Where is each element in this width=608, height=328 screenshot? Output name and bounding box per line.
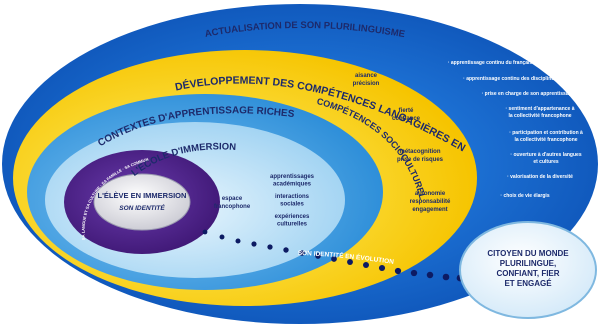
evolution-dot [251,241,257,247]
citizen-line: PLURILINGUE, [500,259,556,268]
evolution-dot [410,269,418,277]
competence-item: précision [353,81,380,87]
competence-item: engagement [412,207,447,213]
outcome-item: · apprentissage continu du français [448,60,533,66]
citizen-line: CONFIANT, FIER [496,269,559,278]
center-title: L'ÉLÈVE EN IMMERSION [98,191,187,200]
evolution-dot [267,244,273,250]
school-item: interactions [275,194,310,200]
outcome-item: · participation et contribution à [509,130,583,136]
outcome-item: · valorisation de la diversité [507,174,573,180]
outcome-item: · sentiment d'appartenance à [506,106,575,112]
evolution-dot [235,238,241,244]
school-item-espace: espace [222,196,243,202]
outcome-item: la collectivité francophone [508,113,571,119]
outcome-item: la collectivité francophone [514,137,577,143]
evolution-dot [331,256,337,262]
school-items: apprentissages académiques interactions soc… [270,174,315,228]
evolution-dot [426,271,434,279]
school-item: expériences [275,214,310,220]
evolution-dot [442,273,450,281]
evolution-dot [315,253,321,259]
competence-item: aisance [355,73,378,79]
outcome-item: · ouverture à d'autres langues [510,152,581,158]
citizen-line: ET ENGAGÉ [504,279,552,288]
evolution-dot [363,262,369,268]
competence-item: fierté [399,108,414,114]
citizen-line: CITOYEN DU MONDE [487,249,569,258]
school-item: apprentissages [270,174,315,180]
school-item-espace: francophone [214,204,251,210]
school-item: sociales [280,202,304,208]
outcome-item: · apprentissage continu des disciplines [463,76,557,82]
outcome-item: · choix de vie élargis [500,193,549,199]
globe-icon [459,221,597,319]
competence-labels: aisance précision fierté confiance métacogni… [353,73,451,213]
center-subtitle: SON IDENTITÉ [119,203,165,212]
evolution-dot [299,250,305,256]
competence-item: prise de risques [397,157,444,163]
evolution-dot [283,247,289,253]
competence-item: métacognition [399,149,440,155]
school-espace-label: espace francophone [214,196,251,210]
outcome-item: · prise en charge de son apprentissage [482,91,575,97]
outcome-item: et cultures [533,159,559,165]
evolution-dot [219,234,225,240]
competence-item: responsabilité [410,199,451,205]
outcome-list: · apprentissage continu du français · app… [448,60,583,199]
evolution-dot [347,259,353,265]
evolution-dot [378,264,386,272]
evolution-dot [394,267,402,275]
center-oval [93,173,191,231]
school-item: culturelles [277,222,308,228]
evolution-dot [202,229,208,235]
competence-item: confiance [392,116,421,122]
competence-item: autonomie [415,191,446,197]
school-item: académiques [273,182,312,188]
